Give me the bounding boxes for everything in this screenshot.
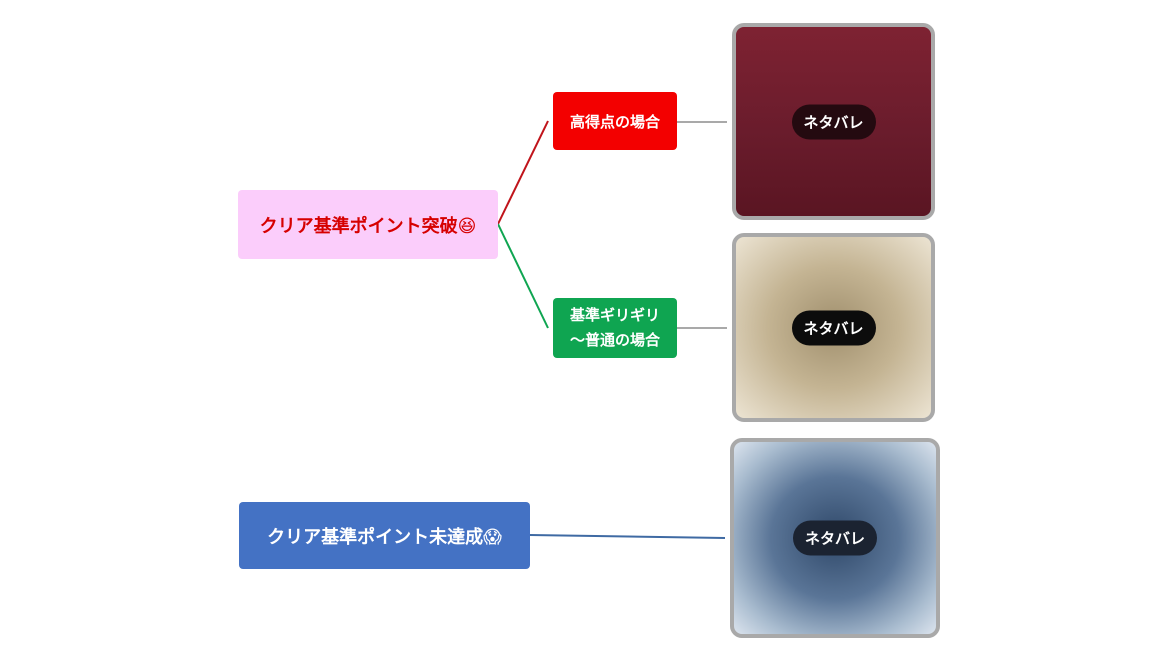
connector-root-to-border xyxy=(497,223,549,329)
clear-threshold-not-reached-node: クリア基準ポイント未達成😱 xyxy=(239,502,530,569)
high-score-label: 高得点の場合 xyxy=(569,112,660,131)
spoiler-image-borderline[interactable]: ネタバレ xyxy=(732,233,935,422)
spoiler-image-high-score[interactable]: ネタバレ xyxy=(732,23,935,220)
spoiler-badge[interactable]: ネタバレ xyxy=(791,310,876,345)
spoiler-image-not-reached[interactable]: ネタバレ xyxy=(730,438,940,638)
spoiler-badge[interactable]: ネタバレ xyxy=(792,520,878,556)
spoiler-badge[interactable]: ネタバレ xyxy=(791,104,876,139)
borderline-label-line1: 基準ギリギリ xyxy=(569,306,660,324)
connector-fail-to-spoiler xyxy=(529,534,726,539)
clear-threshold-not-reached-label: クリア基準ポイント未達成😱 xyxy=(267,526,502,548)
high-score-node: 高得点の場合 xyxy=(553,92,677,150)
borderline-label-line2: ～普通の場合 xyxy=(569,331,660,349)
clear-threshold-reached-node: クリア基準ポイント突破😆 xyxy=(238,190,498,259)
borderline-normal-node: 基準ギリギリ ～普通の場合 xyxy=(553,298,677,358)
clear-threshold-reached-label: クリア基準ポイント突破😆 xyxy=(259,215,477,237)
connector-root-to-high xyxy=(497,120,549,225)
